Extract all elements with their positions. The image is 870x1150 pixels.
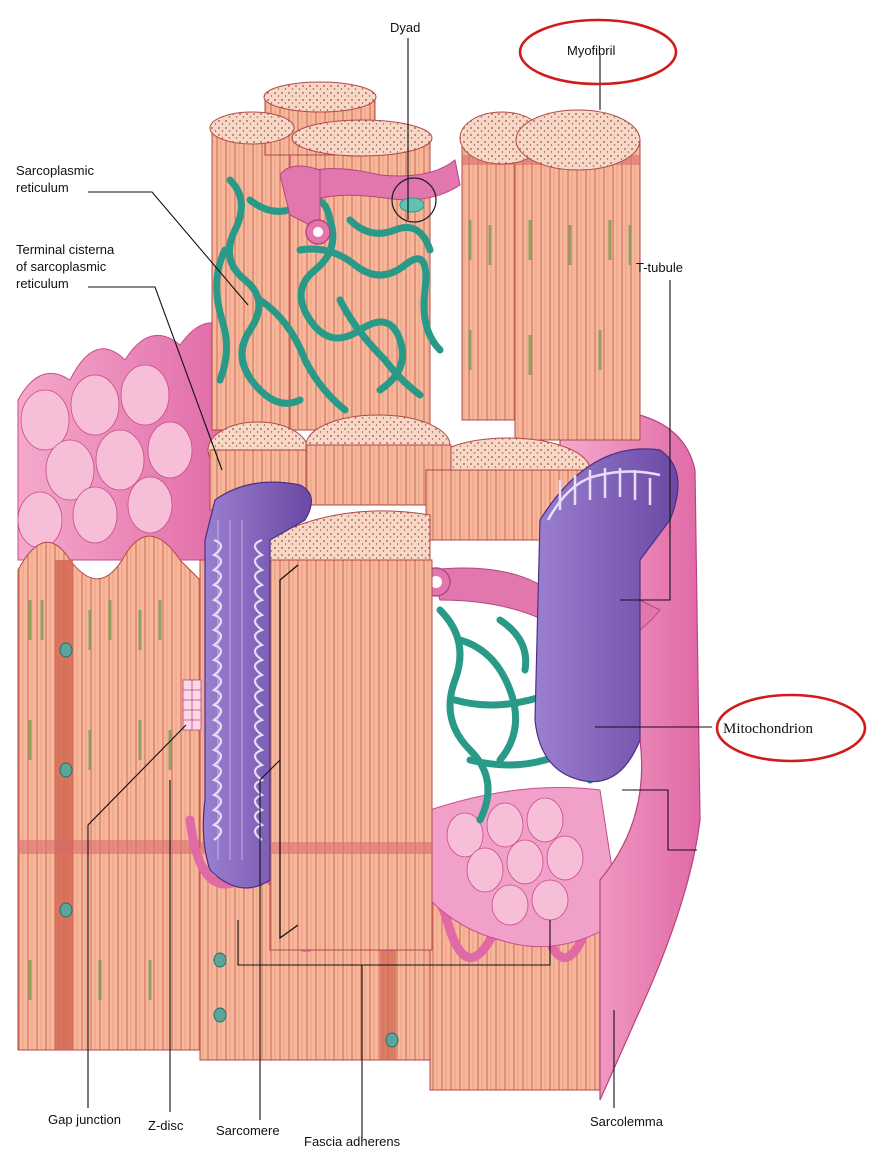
- sarcolemma-surface-left: [18, 323, 230, 560]
- label-mitochondrion: Mitochondrion: [723, 721, 813, 737]
- label-sarcoplasmic-reticulum: Sarcoplasmic reticulum: [16, 163, 98, 195]
- label-terminal-cisterna-line2: of sarcoplasmic: [16, 259, 107, 274]
- label-terminal-cisterna: Terminal cisterna of sarcoplasmic reticu…: [16, 242, 118, 291]
- label-sarcoplasmic-reticulum-line1: Sarcoplasmic: [16, 163, 95, 178]
- label-sarcomere: Sarcomere: [216, 1123, 280, 1138]
- label-sarcolemma: Sarcolemma: [590, 1114, 664, 1129]
- label-z-disc: Z-disc: [148, 1118, 184, 1133]
- label-fascia-adherens: Fascia adherens: [304, 1134, 401, 1149]
- label-gap-junction: Gap junction: [48, 1112, 121, 1127]
- label-myofibril: Myofibril: [567, 43, 616, 58]
- label-terminal-cisterna-line3: reticulum: [16, 276, 69, 291]
- label-terminal-cisterna-line1: Terminal cisterna: [16, 242, 115, 257]
- gap-junction: [183, 680, 201, 730]
- muscle-block-left: [18, 536, 200, 1050]
- label-t-tubule: T-tubule: [636, 260, 683, 275]
- label-dyad: Dyad: [390, 20, 420, 35]
- myofibril-bundle-right: [460, 110, 640, 440]
- myofibril-front: [265, 511, 432, 950]
- dyad-cisterna: [400, 198, 424, 212]
- label-sarcoplasmic-reticulum-line2: reticulum: [16, 180, 69, 195]
- sarcolemma-surface-right: [430, 788, 620, 947]
